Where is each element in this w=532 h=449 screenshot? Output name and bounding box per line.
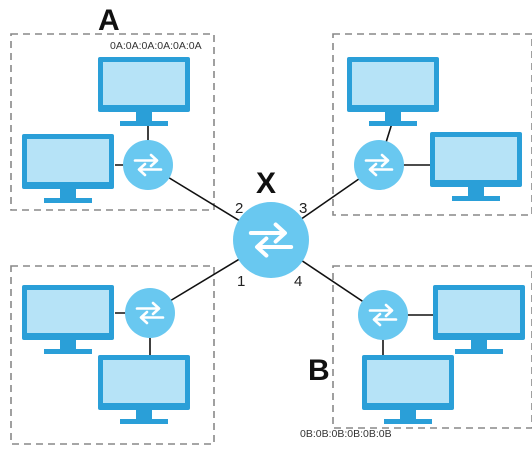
port-4-label: 4 xyxy=(294,273,302,290)
segment-a-switch-icon xyxy=(123,140,173,190)
computer-bottom-left-left-monitor-icon xyxy=(22,285,114,354)
segment-top-right-box xyxy=(332,33,532,216)
mac-address-a: 0A:0A:0A:0A:0A:0A xyxy=(110,40,202,52)
computer-b-bottom-monitor-icon xyxy=(362,355,454,424)
computer-top-right-top-monitor-icon xyxy=(347,57,439,126)
central-switch-label: X xyxy=(256,167,276,200)
computer-bottom-left-bottom-monitor-icon xyxy=(98,355,190,424)
port-2-label: 2 xyxy=(235,200,243,217)
mac-address-b: 0B:0B:0B:0B:0B:0B xyxy=(300,428,392,440)
segment-a-label: A xyxy=(98,4,120,37)
central-switch-icon xyxy=(233,202,309,278)
computer-b-right-monitor-icon xyxy=(433,285,525,354)
segment-b-label: B xyxy=(308,354,330,387)
segment-top-right-switch-icon xyxy=(354,140,404,190)
computer-a-top-monitor-icon xyxy=(98,57,190,126)
segment-bottom-left-box xyxy=(10,265,215,445)
segment-a-box xyxy=(10,33,215,211)
segment-bottom-left-switch-icon xyxy=(125,288,175,338)
port-1-label: 1 xyxy=(237,273,245,290)
computer-top-right-right-monitor-icon xyxy=(430,132,522,201)
port-3-label: 3 xyxy=(299,200,307,217)
segment-b-box xyxy=(332,265,532,429)
computer-a-left-monitor-icon xyxy=(22,134,114,203)
segment-b-switch-icon xyxy=(358,290,408,340)
